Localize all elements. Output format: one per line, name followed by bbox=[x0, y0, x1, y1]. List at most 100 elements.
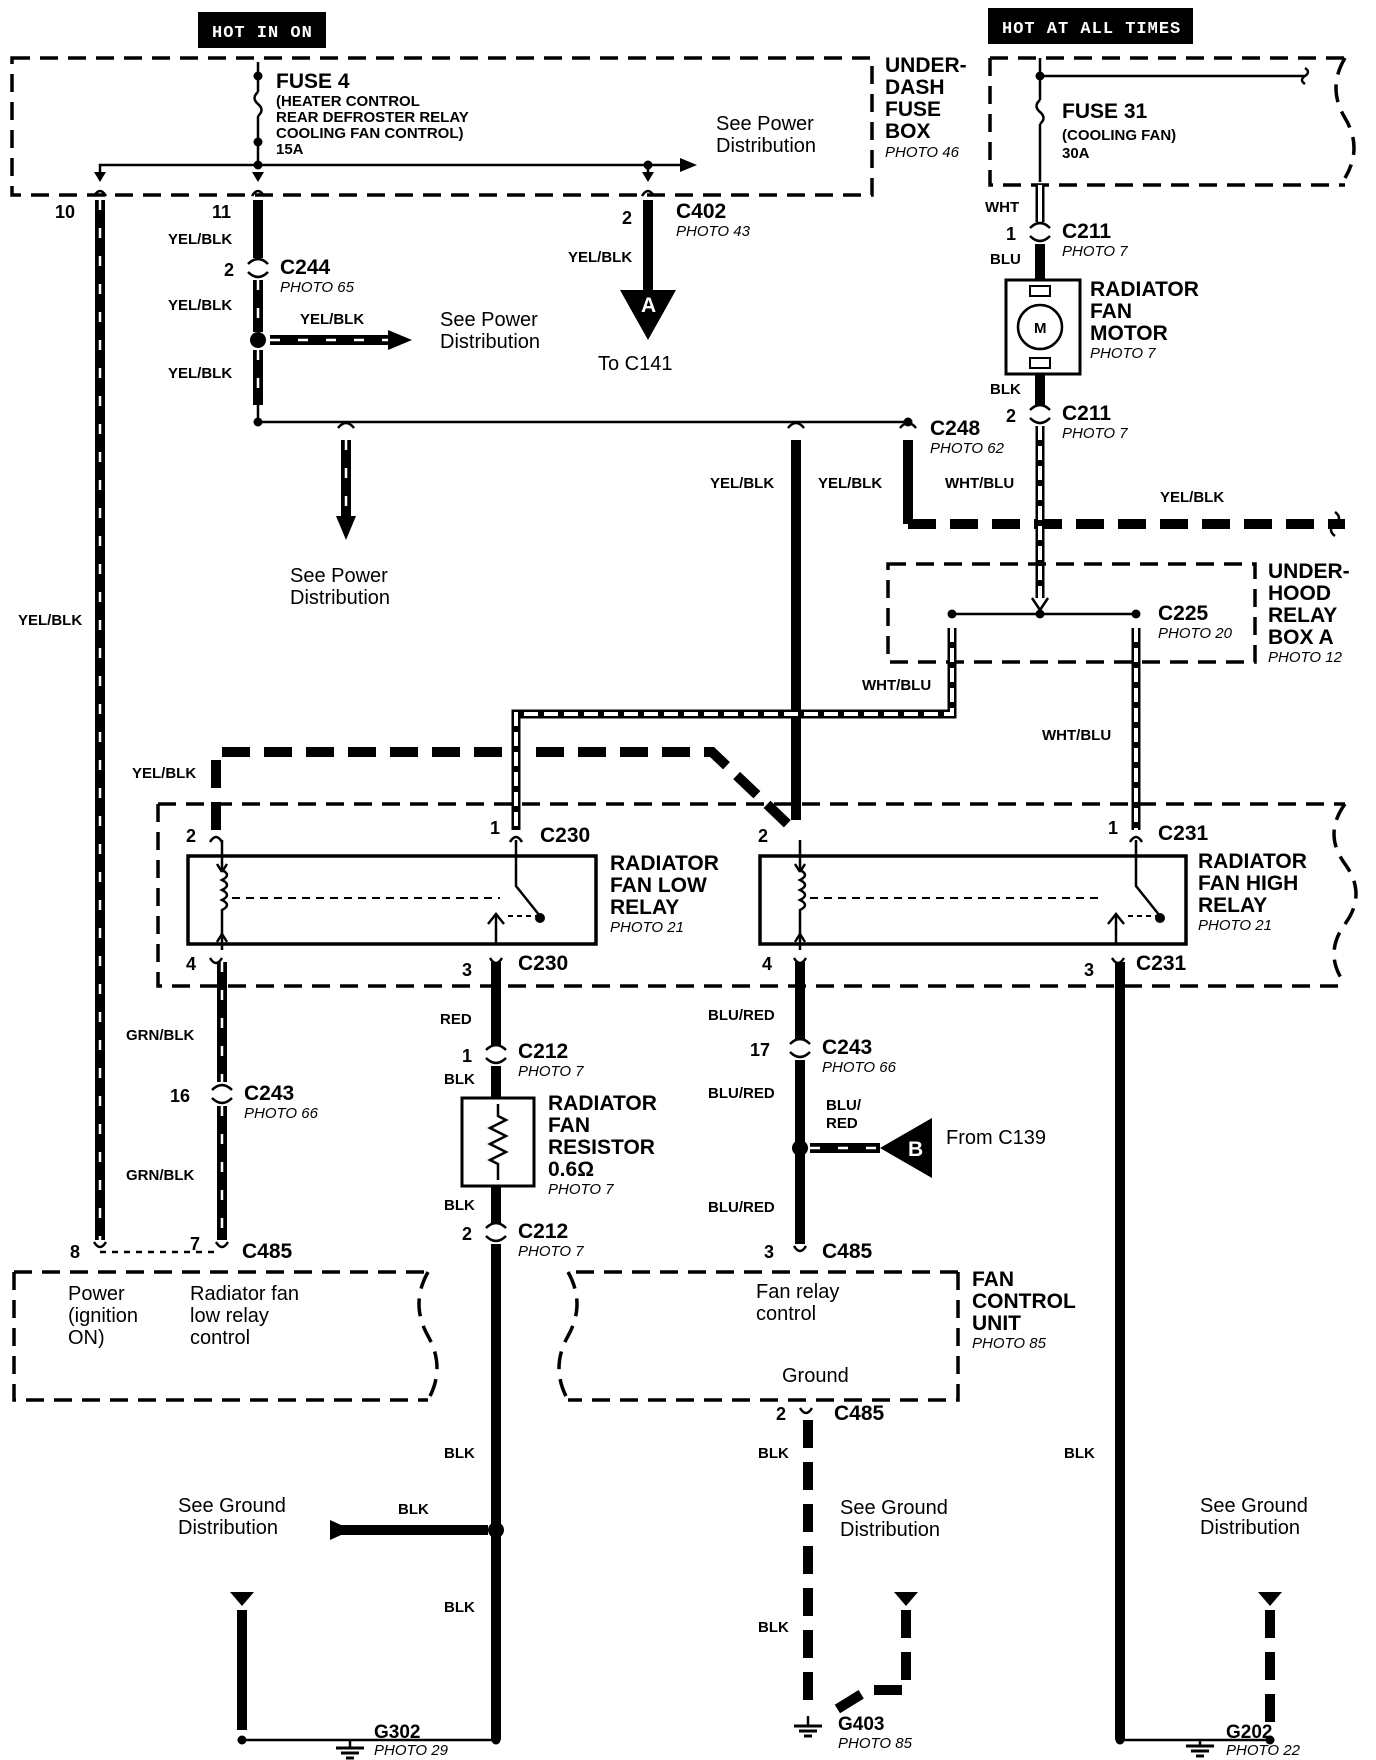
svg-text:RELAY: RELAY bbox=[1268, 604, 1337, 627]
svg-text:BLU/RED: BLU/RED bbox=[708, 1199, 775, 1216]
svg-text:Fan relay: Fan relay bbox=[756, 1281, 839, 1303]
svg-text:control: control bbox=[756, 1303, 816, 1325]
relay-enclosure bbox=[156, 802, 1345, 988]
svg-text:YEL/BLK: YEL/BLK bbox=[1160, 489, 1224, 506]
svg-text:C212: C212 bbox=[518, 1040, 568, 1063]
ground-g202: G202 PHOTO 22 bbox=[1186, 1722, 1301, 1759]
svg-text:YEL/BLK: YEL/BLK bbox=[132, 765, 196, 782]
c243-left-connector: 16 C243 PHOTO 66 bbox=[170, 1082, 319, 1122]
svg-text:RADIATOR: RADIATOR bbox=[610, 852, 719, 875]
hot-at-all-times-tag: HOT AT ALL TIMES bbox=[988, 8, 1193, 44]
svg-text:YEL/BLK: YEL/BLK bbox=[710, 475, 774, 492]
svg-text:C211: C211 bbox=[1062, 402, 1111, 425]
svg-text:CONTROL: CONTROL bbox=[972, 1290, 1076, 1313]
svg-text:YEL/BLK: YEL/BLK bbox=[168, 231, 232, 248]
svg-text:Distribution: Distribution bbox=[440, 331, 540, 353]
c485-right-label: C485 bbox=[822, 1240, 873, 1263]
see-ground-dist-note-2: See Ground Distribution bbox=[840, 1497, 948, 1541]
svg-text:COOLING FAN CONTROL): COOLING FAN CONTROL) bbox=[276, 125, 464, 142]
svg-text:G403: G403 bbox=[838, 1714, 884, 1735]
svg-text:WHT/BLU: WHT/BLU bbox=[1042, 727, 1111, 744]
svg-text:PHOTO 85: PHOTO 85 bbox=[838, 1735, 913, 1752]
wire-label-yel-blk-left: YEL/BLK bbox=[18, 612, 82, 629]
svg-text:GRN/BLK: GRN/BLK bbox=[126, 1027, 194, 1044]
svg-text:BLK: BLK bbox=[444, 1445, 475, 1462]
svg-text:WHT/BLU: WHT/BLU bbox=[945, 475, 1014, 492]
svg-text:FUSE: FUSE bbox=[885, 98, 941, 121]
ground-g403: G403 PHOTO 85 bbox=[794, 1714, 913, 1752]
svg-text:Ground: Ground bbox=[782, 1365, 849, 1387]
pin-11: 11 bbox=[212, 202, 231, 222]
see-ground-dist-note-3: See Ground Distribution bbox=[1200, 1495, 1308, 1539]
fan-control-unit-label: FAN CONTROL UNIT PHOTO 85 bbox=[972, 1268, 1076, 1352]
svg-text:BLK: BLK bbox=[758, 1445, 789, 1462]
svg-text:(COOLING FAN): (COOLING FAN) bbox=[1062, 127, 1176, 144]
svg-text:M: M bbox=[1034, 320, 1047, 337]
arrow-power-dist-1 bbox=[680, 158, 697, 172]
svg-text:1: 1 bbox=[1108, 818, 1118, 838]
svg-text:PHOTO 66: PHOTO 66 bbox=[822, 1059, 897, 1076]
svg-text:2: 2 bbox=[622, 208, 632, 228]
svg-text:Distribution: Distribution bbox=[1200, 1517, 1300, 1539]
c211-top-connector: 1 C211 PHOTO 7 bbox=[1006, 220, 1128, 260]
svg-text:3: 3 bbox=[462, 960, 472, 980]
underhood-relay-box-a bbox=[886, 562, 1257, 664]
svg-text:1: 1 bbox=[462, 1046, 472, 1066]
fuse-31: FUSE 31 (COOLING FAN) 30A bbox=[1035, 58, 1310, 182]
svg-text:PHOTO 43: PHOTO 43 bbox=[676, 223, 751, 240]
svg-text:2: 2 bbox=[224, 260, 234, 280]
c231-top-label: C231 bbox=[1158, 822, 1209, 845]
svg-text:PHOTO 65: PHOTO 65 bbox=[280, 279, 355, 296]
svg-text:PHOTO 7: PHOTO 7 bbox=[1090, 345, 1156, 362]
svg-text:Distribution: Distribution bbox=[178, 1517, 278, 1539]
svg-text:See Power: See Power bbox=[290, 565, 388, 587]
connector-ref-b: B bbox=[880, 1118, 932, 1178]
svg-text:BLK: BLK bbox=[444, 1599, 475, 1616]
svg-text:HOT IN ON: HOT IN ON bbox=[212, 24, 313, 43]
svg-text:control: control bbox=[190, 1327, 250, 1349]
see-ground-dist-note-1: See Ground Distribution bbox=[178, 1495, 286, 1539]
svg-text:2: 2 bbox=[186, 826, 196, 846]
svg-text:(ignition: (ignition bbox=[68, 1305, 138, 1327]
svg-text:YEL/BLK: YEL/BLK bbox=[300, 311, 364, 328]
svg-text:low relay: low relay bbox=[190, 1305, 269, 1327]
underhood-box-label: UNDER- HOOD RELAY BOX A PHOTO 12 bbox=[1268, 560, 1350, 666]
svg-text:C248: C248 bbox=[930, 417, 981, 440]
c485-left-label: C485 bbox=[242, 1240, 293, 1263]
svg-text:WHT: WHT bbox=[985, 199, 1019, 216]
svg-text:RADIATOR: RADIATOR bbox=[1090, 278, 1199, 301]
svg-text:YEL/BLK: YEL/BLK bbox=[818, 475, 882, 492]
svg-text:WHT/BLU: WHT/BLU bbox=[862, 677, 931, 694]
svg-text:C225: C225 bbox=[1158, 602, 1209, 625]
svg-text:PHOTO 29: PHOTO 29 bbox=[374, 1742, 449, 1759]
svg-text:17: 17 bbox=[750, 1040, 770, 1060]
svg-text:RELAY: RELAY bbox=[1198, 894, 1267, 917]
c212-top-connector: 1 C212 PHOTO 7 bbox=[462, 1040, 584, 1080]
svg-text:PHOTO 85: PHOTO 85 bbox=[972, 1335, 1047, 1352]
svg-text:BLU/RED: BLU/RED bbox=[708, 1085, 775, 1102]
see-power-dist-note-3: See Power Distribution bbox=[290, 565, 390, 609]
svg-text:UNDER-: UNDER- bbox=[1268, 560, 1350, 583]
svg-text:C243: C243 bbox=[822, 1036, 872, 1059]
svg-text:HOT AT ALL TIMES: HOT AT ALL TIMES bbox=[1002, 20, 1181, 39]
c485-ground-label: C485 bbox=[834, 1402, 885, 1425]
svg-text:C211: C211 bbox=[1062, 220, 1111, 243]
svg-text:PHOTO 7: PHOTO 7 bbox=[518, 1063, 584, 1080]
svg-text:8: 8 bbox=[70, 1242, 80, 1262]
svg-text:FAN: FAN bbox=[972, 1268, 1014, 1291]
svg-text:15A: 15A bbox=[276, 141, 304, 158]
svg-text:7: 7 bbox=[190, 1234, 200, 1254]
svg-text:Power: Power bbox=[68, 1283, 125, 1305]
fuse-4: FUSE 4 (HEATER CONTROL REAR DEFROSTER RE… bbox=[253, 62, 469, 170]
radiator-fan-low-relay: RADIATOR FAN LOW RELAY PHOTO 21 bbox=[186, 840, 719, 950]
svg-text:16: 16 bbox=[170, 1086, 190, 1106]
pin-10: 10 bbox=[55, 202, 75, 222]
c230-bottom-label: C230 bbox=[518, 952, 568, 975]
radiator-fan-resistor: RADIATOR FAN RESISTOR 0.6Ω PHOTO 7 bbox=[460, 1092, 657, 1198]
svg-text:PHOTO 12: PHOTO 12 bbox=[1268, 649, 1343, 666]
arrow-power-dist-2 bbox=[388, 330, 412, 350]
radiator-fan-motor: M RADIATOR FAN MOTOR PHOTO 7 bbox=[1004, 278, 1199, 376]
svg-text:UNDER-: UNDER- bbox=[885, 54, 967, 77]
c402-connector: C402 PHOTO 43 bbox=[676, 200, 751, 240]
blu-red-split-label: BLU/ RED bbox=[826, 1097, 862, 1132]
